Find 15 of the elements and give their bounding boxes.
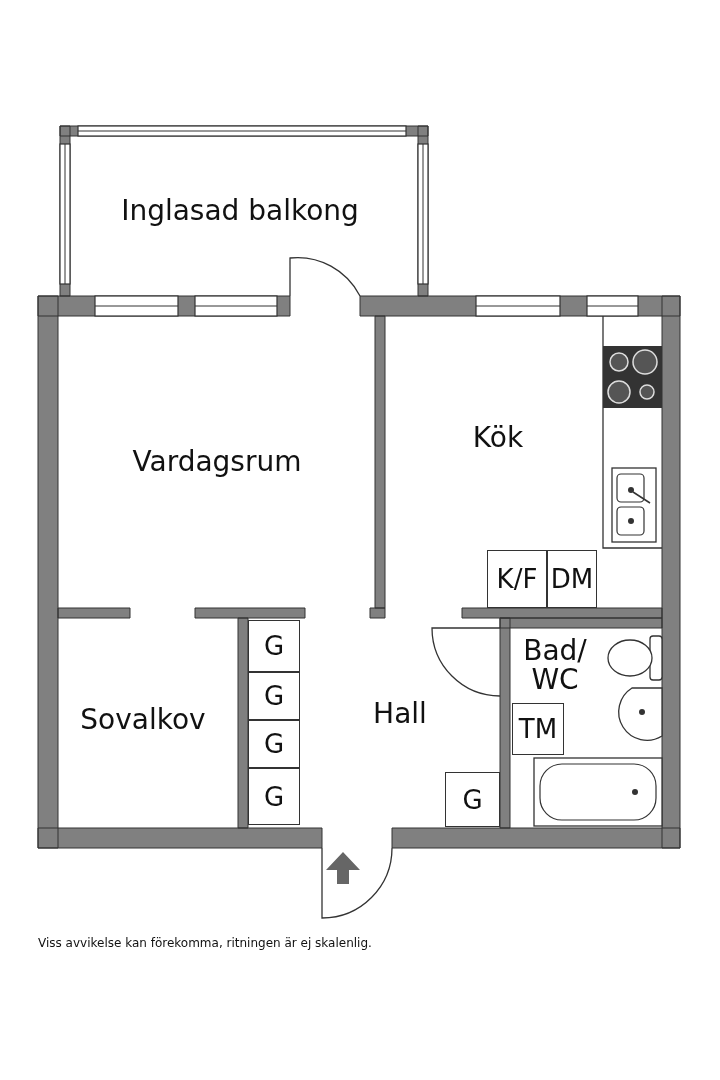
closet: G (248, 620, 300, 672)
room-label: Vardagsrum (132, 447, 302, 477)
closet: TM (512, 703, 564, 755)
closet: DM (547, 550, 597, 608)
closet: G (248, 672, 300, 720)
room-label: Kök (472, 423, 524, 453)
closet: G (248, 720, 300, 768)
room-label: Bad/ WC (522, 635, 588, 695)
closet: K/F (487, 550, 547, 608)
closet: G (248, 768, 300, 825)
room-label: Inglasad balkong (121, 196, 359, 226)
caption: Viss avvikelse kan förekomma, ritningen är ej skalenlig. (38, 936, 372, 950)
room-label: Hall (373, 699, 427, 729)
room-label: Sovalkov (80, 705, 206, 735)
closet: G (445, 772, 500, 827)
